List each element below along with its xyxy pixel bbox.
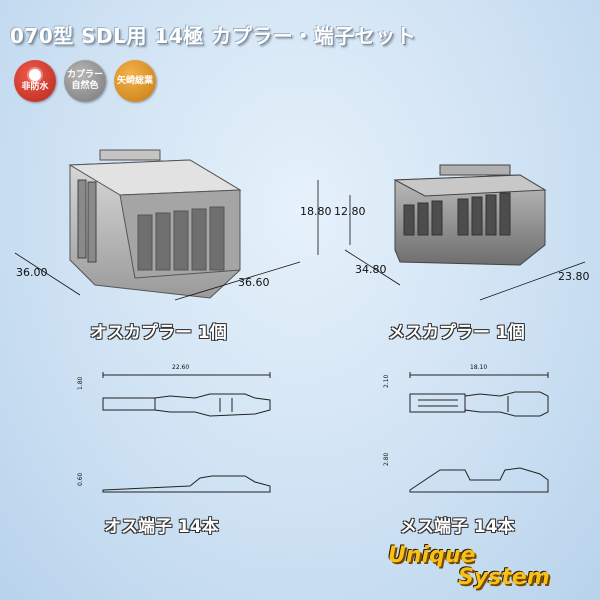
badge-label: 非防水 [21,82,49,92]
female-terminal-caption: メス端子 14本 [400,517,515,537]
badge-label: 自然色 [71,81,99,91]
female-terminal-height-label: 2.10 [383,374,390,388]
badge-label: 矢崎総業 [116,75,153,86]
female-terminal-length-label: 18.10 [470,364,487,371]
female-height-label: 12.80 [334,205,366,218]
logo-line1: Unique [388,543,476,568]
unique-system-logo: Unique System [388,543,593,595]
male-depth-label: 36.60 [238,276,270,289]
male-coupler-caption: オスカプラー 1個 [90,323,227,343]
male-height-label: 18.80 [300,205,332,218]
male-terminal-caption: オス端子 14本 [104,517,219,537]
page-title: 070型 SDL用 14極 カプラー・端子セット [10,24,417,48]
female-coupler-image [393,164,547,266]
male-coupler-image [68,149,242,299]
sun-icon [29,69,41,81]
female-terminal-drawing [409,372,549,493]
maker-badge: 矢崎総業 [114,60,156,102]
male-terminal-height2-label: 0.60 [77,472,84,486]
female-coupler-dimensions [344,195,586,301]
male-terminal-height-label: 1.80 [77,376,84,390]
male-terminal-drawing [102,372,271,493]
logo-line2: System [458,565,550,590]
female-depth-label: 23.80 [558,270,590,283]
female-terminal-height2-label: 2.80 [383,452,390,466]
female-coupler-caption: メスカプラー 1個 [388,323,525,343]
male-terminal-length-label: 22.60 [172,364,189,371]
badge-label: カプラー [66,70,103,80]
male-coupler-dimensions [14,180,319,301]
coupler-color-badge: カプラー 自然色 [64,60,106,102]
male-width-label: 36.00 [16,266,48,279]
female-width-label: 34.80 [355,263,387,276]
non-waterproof-badge: 非防水 [14,60,56,102]
